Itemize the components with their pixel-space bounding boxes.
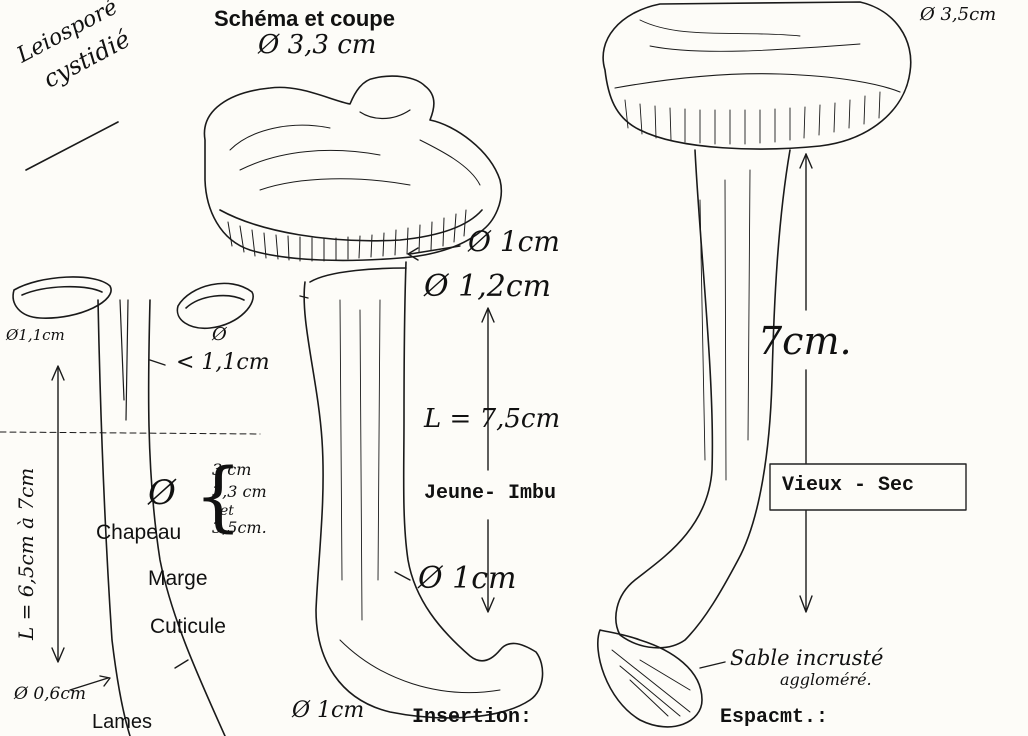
cap-size-2: 3,3 cm bbox=[212, 484, 267, 500]
label-marge: Marge bbox=[148, 568, 208, 589]
left-right-diameter: < 1,1cm bbox=[176, 352, 270, 374]
right-base-note-1: Sable incrusté bbox=[730, 648, 883, 669]
middle-stage: Jeune- Imbu bbox=[424, 484, 556, 504]
cap-size-1: 3 cm bbox=[212, 462, 251, 478]
label-cuticule: Cuticule bbox=[150, 616, 226, 637]
margin-note-underline bbox=[26, 122, 118, 170]
middle-lower-diameter: Ø 1cm bbox=[418, 564, 516, 594]
middle-bottom-diameter: Ø 1cm bbox=[292, 700, 364, 722]
footer-spacing: Espacmt.: bbox=[720, 708, 828, 728]
label-lames: Lames bbox=[92, 712, 152, 732]
diameter-right-label: Ø 3,5cm bbox=[920, 6, 996, 24]
cap-sizes-symbol: Ø bbox=[148, 476, 176, 510]
diameter-top-label: Ø 3,3 cm bbox=[258, 32, 376, 58]
middle-apex-diameter: Ø 1cm bbox=[468, 228, 560, 256]
left-base-diameter: Ø 0,6cm bbox=[14, 686, 86, 703]
label-chapeau: Chapeau bbox=[96, 522, 181, 543]
right-stage: Vieux - Sec bbox=[782, 476, 914, 496]
left-right-diameter-symbol: Ø bbox=[212, 326, 227, 344]
cap-size-3: et bbox=[220, 504, 234, 518]
left-height-label: L = 6,5cm à 7cm bbox=[16, 468, 36, 640]
right-mushroom bbox=[598, 2, 911, 727]
page-title: Schéma et coupe bbox=[214, 8, 395, 30]
footer-insertion: Insertion: bbox=[412, 708, 532, 728]
middle-length: L = 7,5cm bbox=[424, 406, 560, 432]
left-cap-diameter: Ø1,1cm bbox=[6, 328, 65, 343]
right-length: 7cm. bbox=[758, 322, 852, 360]
middle-below-diameter: Ø 1,2cm bbox=[424, 272, 551, 302]
cap-size-4: 3,5cm. bbox=[212, 520, 267, 536]
right-dimension-lines bbox=[700, 154, 812, 668]
middle-mushroom bbox=[204, 76, 542, 718]
right-base-note-2: aggloméré. bbox=[780, 672, 872, 688]
